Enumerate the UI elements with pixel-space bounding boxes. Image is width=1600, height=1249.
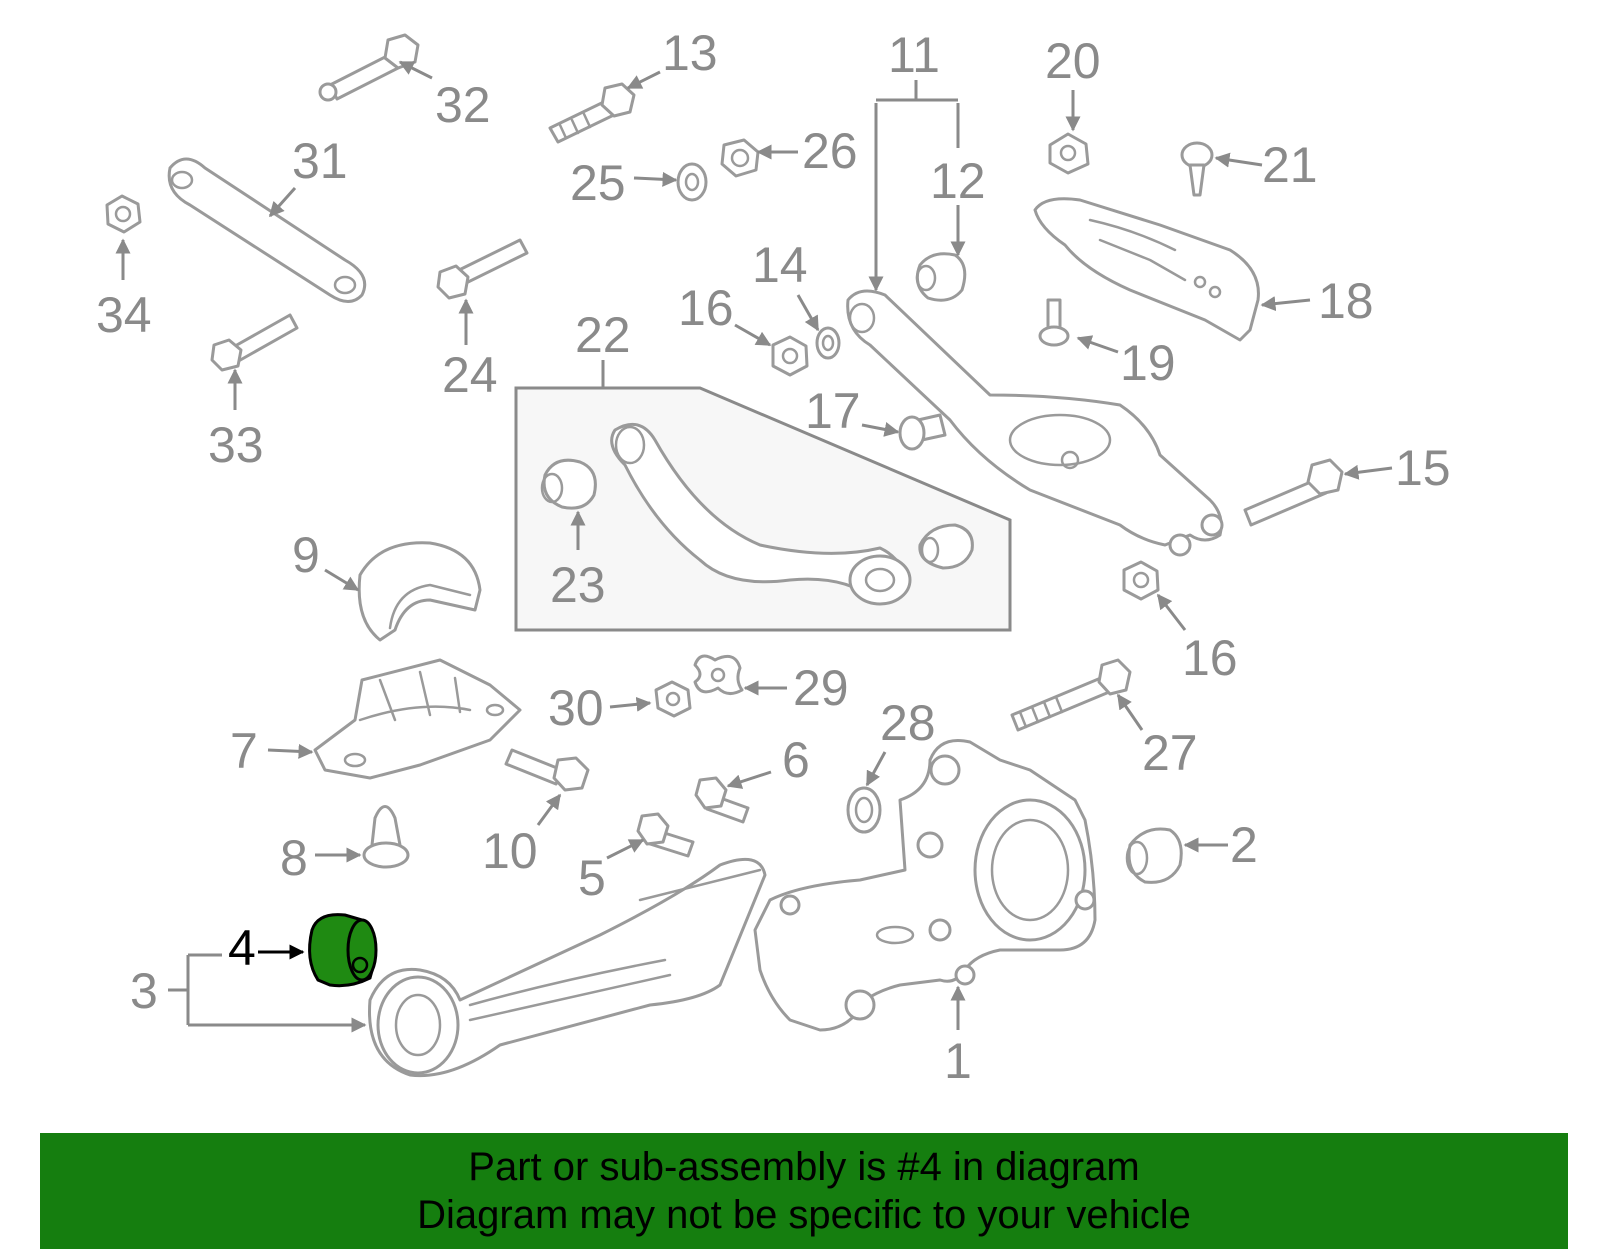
part-11-lower-control-arm[interactable] — [846, 289, 1224, 557]
part-2-bushing[interactable] — [1125, 827, 1183, 884]
callout-22: 22 — [575, 307, 631, 363]
part-10-bolt[interactable] — [504, 748, 590, 792]
part-7-spring-seat[interactable] — [313, 658, 522, 780]
banner-line-2: Diagram may not be specific to your vehi… — [417, 1193, 1191, 1237]
callout-21: 21 — [1262, 137, 1318, 193]
part-12-bushing[interactable] — [915, 252, 967, 302]
callout-13: 13 — [662, 25, 718, 81]
part-20-nut[interactable] — [1048, 132, 1090, 175]
part-24-bolt[interactable] — [436, 238, 529, 300]
callout-18: 18 — [1318, 273, 1374, 329]
callout-14: 14 — [752, 237, 808, 293]
part-21-clip[interactable] — [1180, 141, 1214, 197]
callout-15: 15 — [1395, 440, 1451, 496]
banner-line-1: Part or sub-assembly is #4 in diagram — [468, 1145, 1140, 1189]
callout-26: 26 — [802, 123, 858, 179]
callout-23: 23 — [550, 557, 606, 613]
callout-28: 28 — [880, 695, 936, 751]
callout-numbers: 32 13 25 26 31 34 33 24 11 12 20 21 18 1… — [96, 25, 1451, 1089]
callout-19: 19 — [1120, 335, 1176, 391]
part-4-bushing-highlighted[interactable] — [308, 913, 378, 988]
part-27-bolt[interactable] — [1010, 658, 1132, 732]
callout-6: 6 — [782, 732, 810, 788]
part-3-trailing-arm[interactable] — [368, 857, 767, 1078]
part-32-bolt[interactable] — [318, 33, 420, 102]
part-30-nut[interactable] — [654, 680, 692, 718]
callout-1: 1 — [944, 1033, 972, 1089]
part-13-bolt[interactable] — [548, 82, 636, 144]
part-16-nut-upper[interactable] — [771, 335, 809, 377]
callout-3: 3 — [130, 963, 158, 1019]
callout-31: 31 — [292, 133, 348, 189]
callout-34: 34 — [96, 287, 152, 343]
part-23-bushing[interactable] — [540, 458, 597, 510]
callout-2: 2 — [1230, 817, 1258, 873]
part-31-lateral-link[interactable] — [167, 157, 367, 303]
callout-20: 20 — [1045, 33, 1101, 89]
part-17-bolt[interactable] — [898, 413, 947, 451]
callout-10: 10 — [482, 823, 538, 879]
part-29-plate[interactable] — [693, 654, 744, 695]
callout-24: 24 — [442, 347, 498, 403]
callout-32: 32 — [435, 77, 491, 133]
callout-33: 33 — [208, 417, 264, 473]
callout-7: 7 — [230, 723, 258, 779]
callout-9: 9 — [292, 527, 320, 583]
part-1-knuckle[interactable] — [753, 739, 1097, 1032]
part-14-washer[interactable] — [815, 326, 841, 360]
part-5-bolt[interactable] — [636, 812, 695, 858]
part-16-nut-lower[interactable] — [1122, 560, 1160, 601]
callout-8: 8 — [280, 830, 308, 886]
callout-17: 17 — [805, 383, 861, 439]
callout-16-upper: 16 — [678, 280, 734, 336]
part-9-bump-stop-cover[interactable] — [357, 541, 482, 642]
callout-11: 11 — [888, 27, 940, 83]
part-33-bolt[interactable] — [210, 313, 299, 372]
callout-30: 30 — [548, 680, 604, 736]
part-26-nut[interactable] — [720, 138, 760, 178]
part-22-upper-arm-assembly[interactable] — [514, 386, 1012, 632]
part-34-nut[interactable] — [105, 194, 142, 234]
part-8-clip[interactable] — [362, 805, 410, 869]
part-15-bolt[interactable] — [1243, 458, 1344, 527]
callout-4: 4 — [228, 920, 256, 976]
part-28-washer[interactable] — [846, 786, 882, 834]
callout-29: 29 — [793, 660, 849, 716]
leader-lines — [115, 60, 1393, 1033]
callout-12: 12 — [930, 153, 986, 209]
callout-5: 5 — [578, 850, 606, 906]
callout-16-lower: 16 — [1182, 630, 1238, 686]
info-banner: Part or sub-assembly is #4 in diagram Di… — [40, 1133, 1568, 1249]
part-18-shield[interactable] — [1033, 197, 1260, 342]
part-6-bolt[interactable] — [694, 776, 750, 824]
callout-25: 25 — [570, 155, 626, 211]
part-19-bolt[interactable] — [1038, 298, 1070, 347]
callout-27: 27 — [1142, 725, 1198, 781]
part-25-washer[interactable] — [676, 162, 708, 202]
